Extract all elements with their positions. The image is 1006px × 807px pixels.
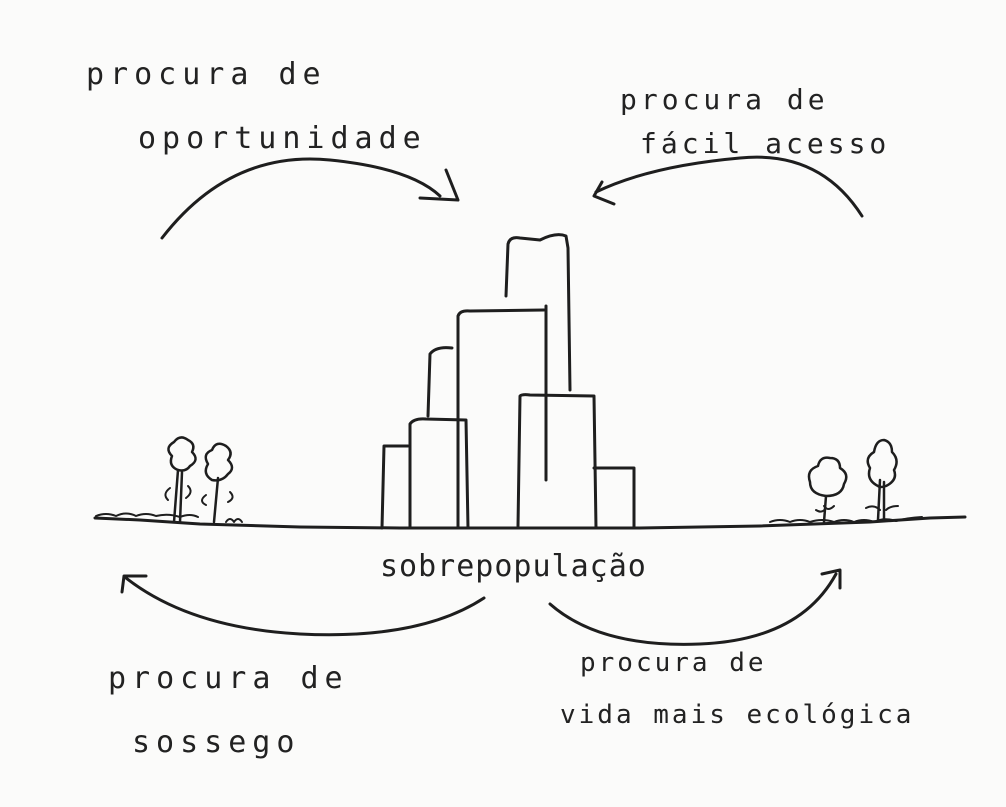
label-bottom-left-line1: procura de (108, 661, 349, 696)
trees-left (164, 436, 243, 524)
trees-right (807, 438, 899, 524)
ground-scribble-right (769, 516, 923, 523)
city-buildings (380, 233, 636, 530)
label-center: sobrepopulação (380, 549, 647, 584)
label-bottom-right-line1: procura de (580, 648, 767, 678)
arrows (120, 155, 864, 646)
label-bottom-right-line2: vida mais ecológica (560, 700, 915, 730)
arrow-bottom-right (548, 572, 838, 646)
label-top-left-line1: procura de (86, 57, 327, 92)
ground-scribble-left (95, 512, 199, 518)
arrow-top-left (160, 157, 442, 240)
label-top-right-line1: procura de (620, 83, 829, 116)
label-top-left-line2: oportunidade (138, 121, 427, 156)
arrow-top-right (594, 155, 864, 218)
arrow-bottom-left (124, 576, 486, 637)
label-top-right-line2: fácil acesso (640, 127, 891, 160)
label-bottom-left-line2: sossego (132, 725, 301, 760)
